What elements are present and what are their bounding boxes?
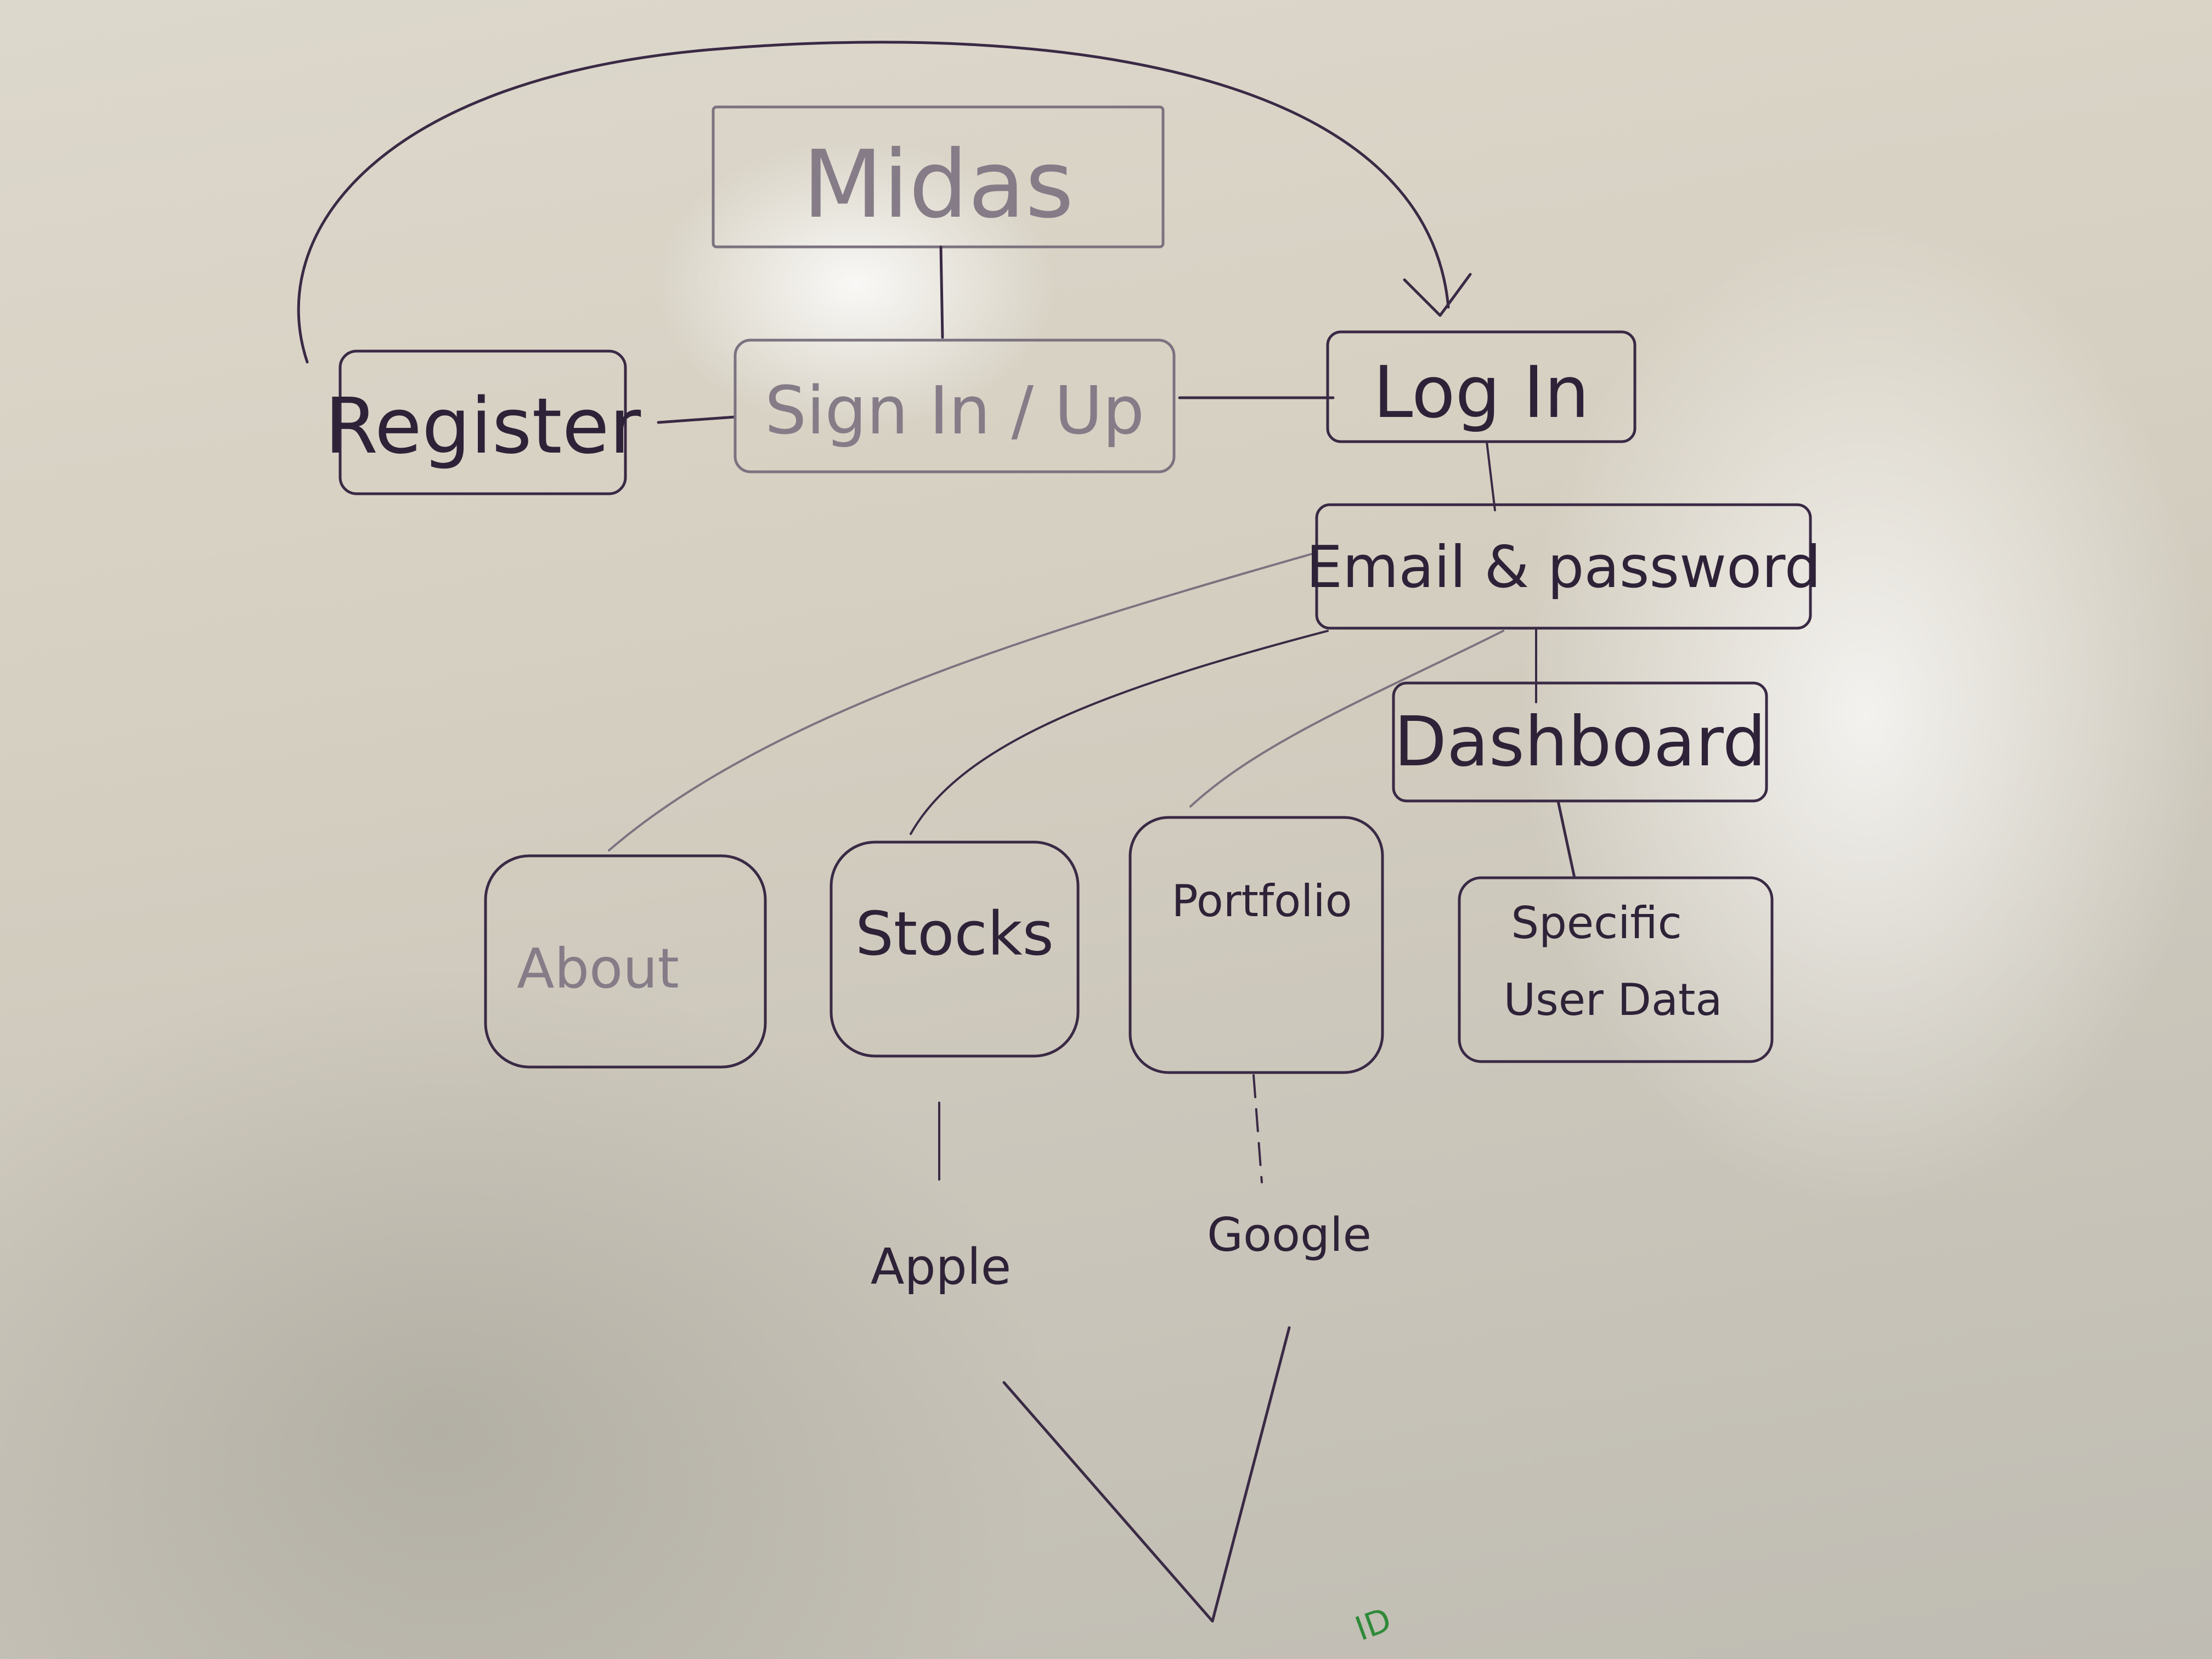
login-label: Log In [1373,351,1589,434]
register-box [338,349,627,495]
email-password-label: Email & password [1306,534,1821,601]
signin-box [733,338,1176,473]
login-box [1326,330,1637,443]
register-label: Register [325,382,641,471]
email-password-box [1315,503,1812,630]
signin-label: Sign In / Up [765,373,1144,449]
apple-label: Apple [871,1238,1011,1296]
id-annotation: ID [1350,1600,1396,1649]
midas-to-signin-connector [939,245,944,339]
email-to-portfolio-connector [1189,630,1504,808]
userdata-box [1458,876,1774,1063]
stocks-box [830,840,1080,1058]
userdata-label-line2: User Data [1504,974,1723,1025]
login-to-email-connector [1486,441,1496,511]
about-box [484,854,767,1069]
google-label: Google [1207,1208,1372,1262]
portfolio-to-google-connector [1252,1074,1263,1183]
userdata-label-line1: Specific [1511,898,1681,949]
register-to-signin-connector [657,415,737,424]
dashboard-box [1392,681,1768,803]
midas-label: Midas [803,131,1074,239]
stocks-label: Stocks [855,899,1054,969]
dashboard-label: Dashboard [1394,702,1766,782]
email-to-about-connector [608,553,1312,851]
dashboard-to-userdata-connector [1556,799,1576,879]
register-to-login-arc [297,41,1450,364]
portfolio-label: Portfolio [1171,876,1352,927]
email-to-stocks-connector [910,630,1329,835]
midas-box [712,105,1165,249]
arc-arrowhead [1403,273,1472,317]
about-label: About [517,936,679,1001]
apple-google-convergence [1002,1326,1291,1623]
portfolio-box [1128,816,1384,1074]
